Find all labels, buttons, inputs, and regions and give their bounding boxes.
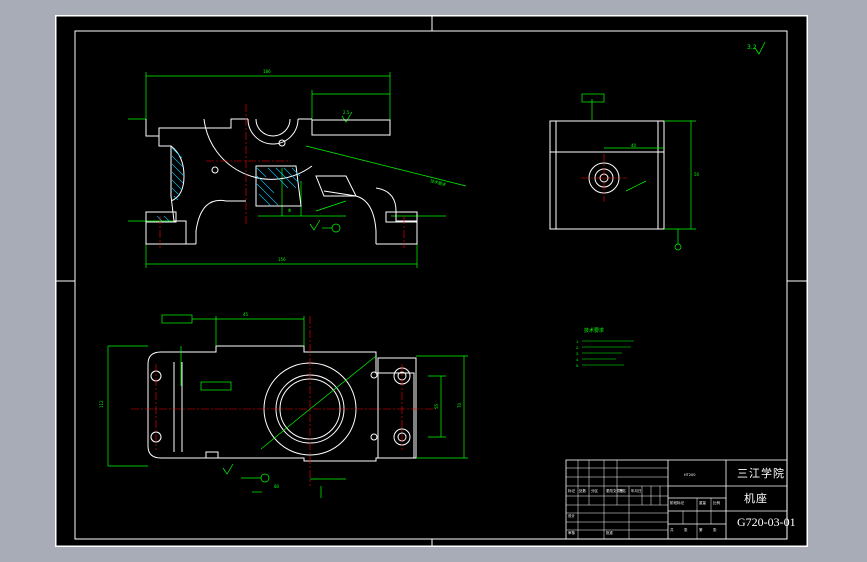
svg-text:标记: 标记 <box>568 488 576 493</box>
svg-text:共: 共 <box>670 527 674 532</box>
svg-text:3.2: 3.2 <box>747 44 757 51</box>
cad-drawing-canvas: 186 156 2.5 Φ 技术要求 <box>56 16 807 546</box>
centering-marks <box>56 16 807 546</box>
part-name: 机座 <box>744 492 768 505</box>
svg-text:阶段标记: 阶段标记 <box>670 500 684 505</box>
svg-text:批准: 批准 <box>606 530 614 535</box>
svg-text:技术要求: 技术要求 <box>430 177 447 187</box>
technical-requirements-title: 技术要求 <box>584 328 605 334</box>
svg-text:处数: 处数 <box>579 488 587 493</box>
svg-text:设计: 设计 <box>568 513 576 518</box>
svg-text:张: 张 <box>684 527 688 532</box>
inner-frame <box>74 30 788 540</box>
side-view: 40 50 3.2 <box>549 41 766 251</box>
front-base-width-text: 156 <box>278 257 286 262</box>
svg-text:张: 张 <box>713 527 717 532</box>
school-name: 三江学院 <box>737 467 785 480</box>
front-overall-width-text: 186 <box>263 69 271 74</box>
svg-text:第: 第 <box>699 527 703 532</box>
top-left-slot-text: 45 <box>243 312 249 317</box>
svg-text:年月日: 年月日 <box>631 488 642 493</box>
svg-text:比例: 比例 <box>713 500 721 505</box>
technical-requirement-4: 4. <box>576 357 580 362</box>
front-section-view: 186 156 2.5 Φ 技术要求 <box>128 69 467 268</box>
svg-text:重量: 重量 <box>699 500 707 505</box>
title-block: 标记 处数 分区 更改文件号 签名 年月日 设计 审核 批准 阶段标记 重量 比… <box>565 459 788 540</box>
svg-text:签名: 签名 <box>619 488 626 493</box>
svg-text:HT200: HT200 <box>684 473 695 477</box>
svg-text:审核: 审核 <box>568 530 576 535</box>
svg-text:55: 55 <box>434 403 439 409</box>
svg-text:更改文件号: 更改文件号 <box>606 488 624 493</box>
svg-text:70: 70 <box>457 402 462 408</box>
requirement-lines <box>582 340 634 366</box>
svg-text:80: 80 <box>274 484 280 489</box>
technical-requirement-3: 3. <box>576 351 580 356</box>
drawing-number: G720-03-01 <box>737 515 796 529</box>
svg-text:2.5: 2.5 <box>343 110 350 115</box>
svg-text:分区: 分区 <box>591 488 599 493</box>
svg-text:112: 112 <box>99 400 104 408</box>
top-view: 45 112 70 55 80 <box>99 312 468 498</box>
technical-requirement-5: 5. <box>576 363 580 368</box>
svg-text:Φ: Φ <box>288 208 291 213</box>
drawing-sheet: 186 156 2.5 Φ 技术要求 <box>55 15 808 547</box>
side-hole-text: 40 <box>631 143 637 148</box>
technical-requirement-1: 1. <box>576 339 580 344</box>
svg-text:50: 50 <box>694 172 700 177</box>
technical-requirement-2: 2. <box>576 345 580 350</box>
